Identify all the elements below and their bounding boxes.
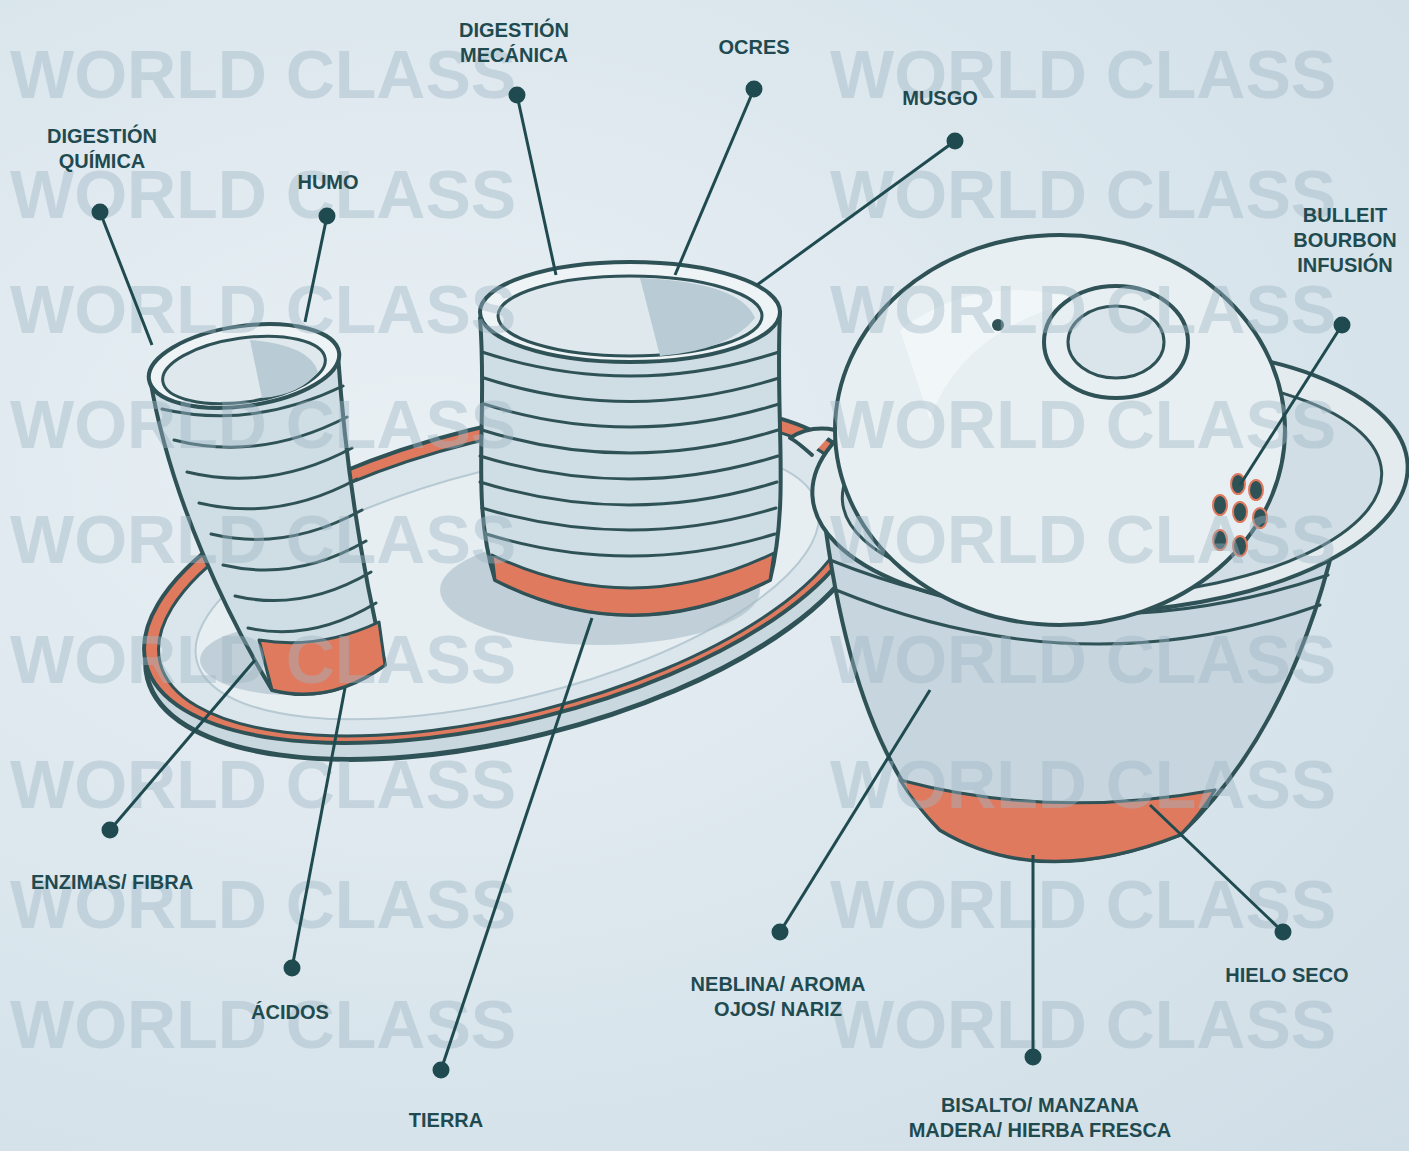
callout-label: ÁCIDOS: [230, 1000, 350, 1025]
watermark: WORLD CLASS: [10, 40, 516, 108]
callout-label: OCRES: [694, 35, 814, 60]
callout-label: ENZIMAS/ FIBRA: [2, 870, 222, 895]
callout-label: HUMO: [278, 170, 378, 195]
watermark: WORLD CLASS: [830, 160, 1336, 228]
callout-label: BULLEIT BOURBON INFUSIÓN: [1283, 203, 1408, 278]
callout-label: NEBLINA/ AROMA OJOS/ NARIZ: [673, 972, 883, 1022]
callout-label: TIERRA: [386, 1108, 506, 1133]
callout-label: BISALTO/ MANZANA MADERA/ HIERBA FRESCA: [900, 1093, 1180, 1143]
watermark: WORLD CLASS: [10, 750, 516, 818]
callout-label: HIELO SECO: [1207, 963, 1367, 988]
callout-label: DIGESTIÓN QUÍMICA: [37, 124, 167, 174]
watermark: WORLD CLASS: [830, 870, 1336, 938]
callout-label: MUSGO: [880, 86, 1000, 111]
watermark: WORLD CLASS: [830, 990, 1336, 1058]
watermark: WORLD CLASS: [10, 990, 516, 1058]
callout-label: DIGESTIÓN MECÁNICA: [449, 18, 579, 68]
